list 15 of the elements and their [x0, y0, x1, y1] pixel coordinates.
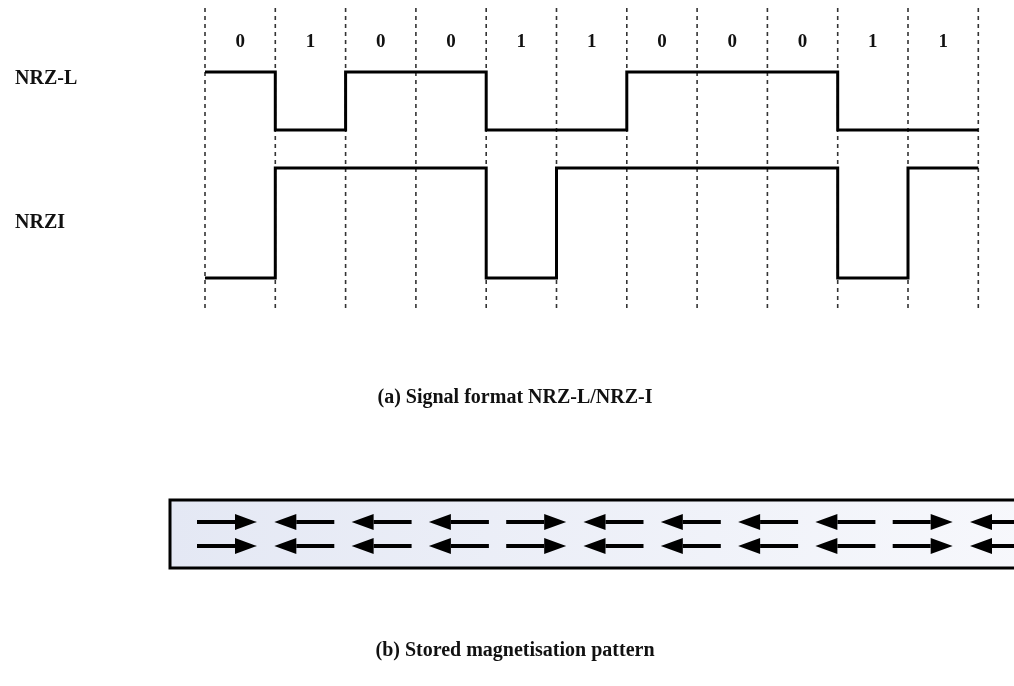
caption: (a) Signal format NRZ-L/NRZ-I [377, 385, 653, 408]
signal-name: NRZ-L [15, 66, 78, 89]
bit-value: 1 [305, 30, 316, 52]
bit-value: 0 [235, 30, 245, 52]
bit-value: 1 [938, 30, 948, 52]
bit-value: 0 [446, 30, 456, 52]
signal-name: NRZI [15, 210, 65, 233]
bit-value: 1 [516, 30, 527, 52]
bit-value: 0 [797, 30, 808, 52]
bit-value: 1 [868, 30, 878, 52]
bit-value: 0 [727, 30, 737, 52]
caption: (b) Stored magnetisation pattern [375, 638, 655, 661]
bit-value: 0 [657, 30, 667, 52]
bit-value: 0 [376, 30, 386, 52]
bit-value: 1 [586, 30, 597, 52]
